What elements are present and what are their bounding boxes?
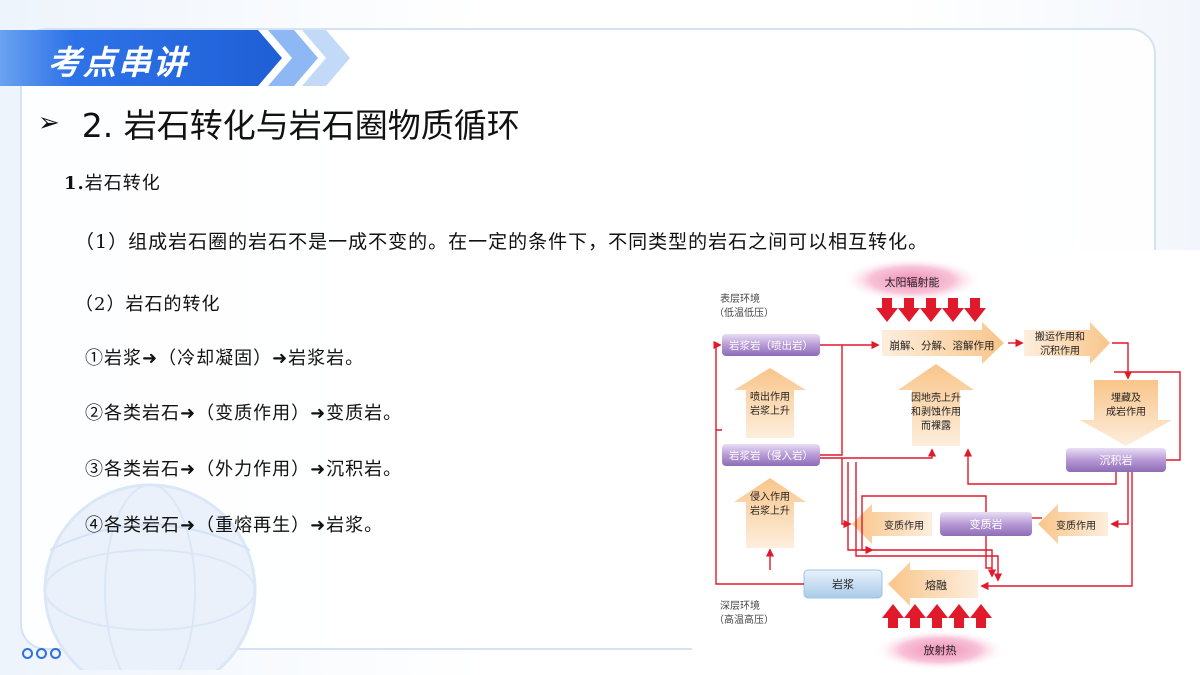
melting-label: 熔融 [925, 578, 947, 592]
section-title-text: 岩石转化 [84, 173, 161, 194]
sun-label: 太阳辐射能 [885, 275, 940, 289]
weathering-label: 崩解、分解、溶解作用 [890, 339, 995, 352]
page-title: ➢ 2. 岩石转化与岩石圈物质循环 [38, 98, 520, 148]
heat-glow [874, 630, 1006, 670]
sun-glow [842, 258, 982, 302]
list-item: ④各类岩石➜（重熔再生）➜岩浆。 [85, 515, 384, 536]
metamorphic-rock-box [940, 512, 1032, 536]
burial-arrow [1080, 380, 1172, 446]
sun-arrows [876, 298, 986, 322]
eruption-arrow [734, 368, 806, 438]
intrusion-arrow [734, 478, 806, 548]
melting-arrow [888, 562, 978, 606]
meta-right-arrow [1038, 504, 1108, 544]
bullet-arrow-icon: ➢ [38, 108, 60, 138]
banner-title: 考点串讲 [48, 43, 188, 82]
meta-right-label: 变质作用 [1056, 519, 1096, 532]
uplift-label-2: 和剥蚀作用 [911, 405, 961, 418]
paragraph-2: （2）岩石的转化 [75, 294, 221, 315]
eruption-label-2: 岩浆上升 [750, 404, 790, 417]
extrusive-rock-label: 岩浆岩（喷出岩） [729, 339, 813, 352]
uplift-label-1: 因地壳上升 [911, 391, 961, 404]
globe-decoration [43, 483, 257, 670]
transport-label-2: 沉积作用 [1040, 344, 1080, 357]
sedimentary-rock-label: 沉积岩 [1100, 453, 1133, 467]
burial-label-1: 埋藏及 [1111, 392, 1141, 404]
heat-label: 放射热 [924, 643, 957, 657]
weathering-arrow [882, 322, 1004, 364]
eruption-label-1: 喷出作用 [750, 390, 790, 403]
rock-cycle-diagram: 太阳辐射能 表层环境 （低温低压） 深层环境 （高温高压） 岩浆岩（喷出岩） 崩… [692, 250, 1200, 675]
uplift-arrow [898, 364, 974, 446]
deep-env-sub: （高温高压） [714, 613, 774, 626]
intrusive-rock-label: 岩浆岩（侵入岩） [729, 449, 813, 462]
deep-env-label: 深层环境 [720, 599, 760, 612]
list-item: ②各类岩石➜（变质作用）➜变质岩。 [85, 403, 403, 424]
metamorphic-rock-label: 变质岩 [970, 517, 1003, 531]
banner-shape [0, 30, 350, 86]
intrusion-label-1: 侵入作用 [750, 491, 790, 503]
meta-left-label: 变质作用 [884, 519, 924, 532]
page-dots [22, 648, 61, 659]
flow-lines [713, 338, 1181, 591]
burial-label-2: 成岩作用 [1106, 405, 1146, 418]
intrusive-rock-box [722, 444, 820, 466]
uplift-label-3: 而裸露 [921, 419, 951, 432]
paragraph-1: （1）组成岩石圈的岩石不是一成不变的。在一定的条件下，不同类型的岩石之间可以相互… [75, 231, 929, 253]
section-title: 1.岩石转化 [64, 169, 161, 195]
intrusion-label-2: 岩浆上升 [750, 504, 790, 517]
transport-label-1: 搬运作用和 [1035, 330, 1085, 343]
page-title-text: 2. 岩石转化与岩石圈物质循环 [81, 106, 520, 145]
meta-left-arrow [852, 504, 932, 544]
surface-env-label: 表层环境 [720, 292, 760, 305]
dot-icon [50, 648, 61, 659]
magma-label: 岩浆 [832, 577, 854, 591]
list-item: ③各类岩石➜（外力作用）➜沉积岩。 [85, 459, 403, 480]
sedimentary-rock-box [1066, 448, 1166, 472]
dot-icon [22, 648, 33, 659]
section-number: 1. [64, 173, 85, 194]
transport-arrow [1024, 322, 1110, 364]
dot-icon [36, 648, 47, 659]
list-item: ①岩浆➜（冷却凝固）➜岩浆岩。 [85, 348, 365, 369]
extrusive-rock-box [722, 334, 820, 356]
surface-env-sub: （低温低压） [714, 306, 774, 319]
heat-arrows [882, 604, 992, 628]
